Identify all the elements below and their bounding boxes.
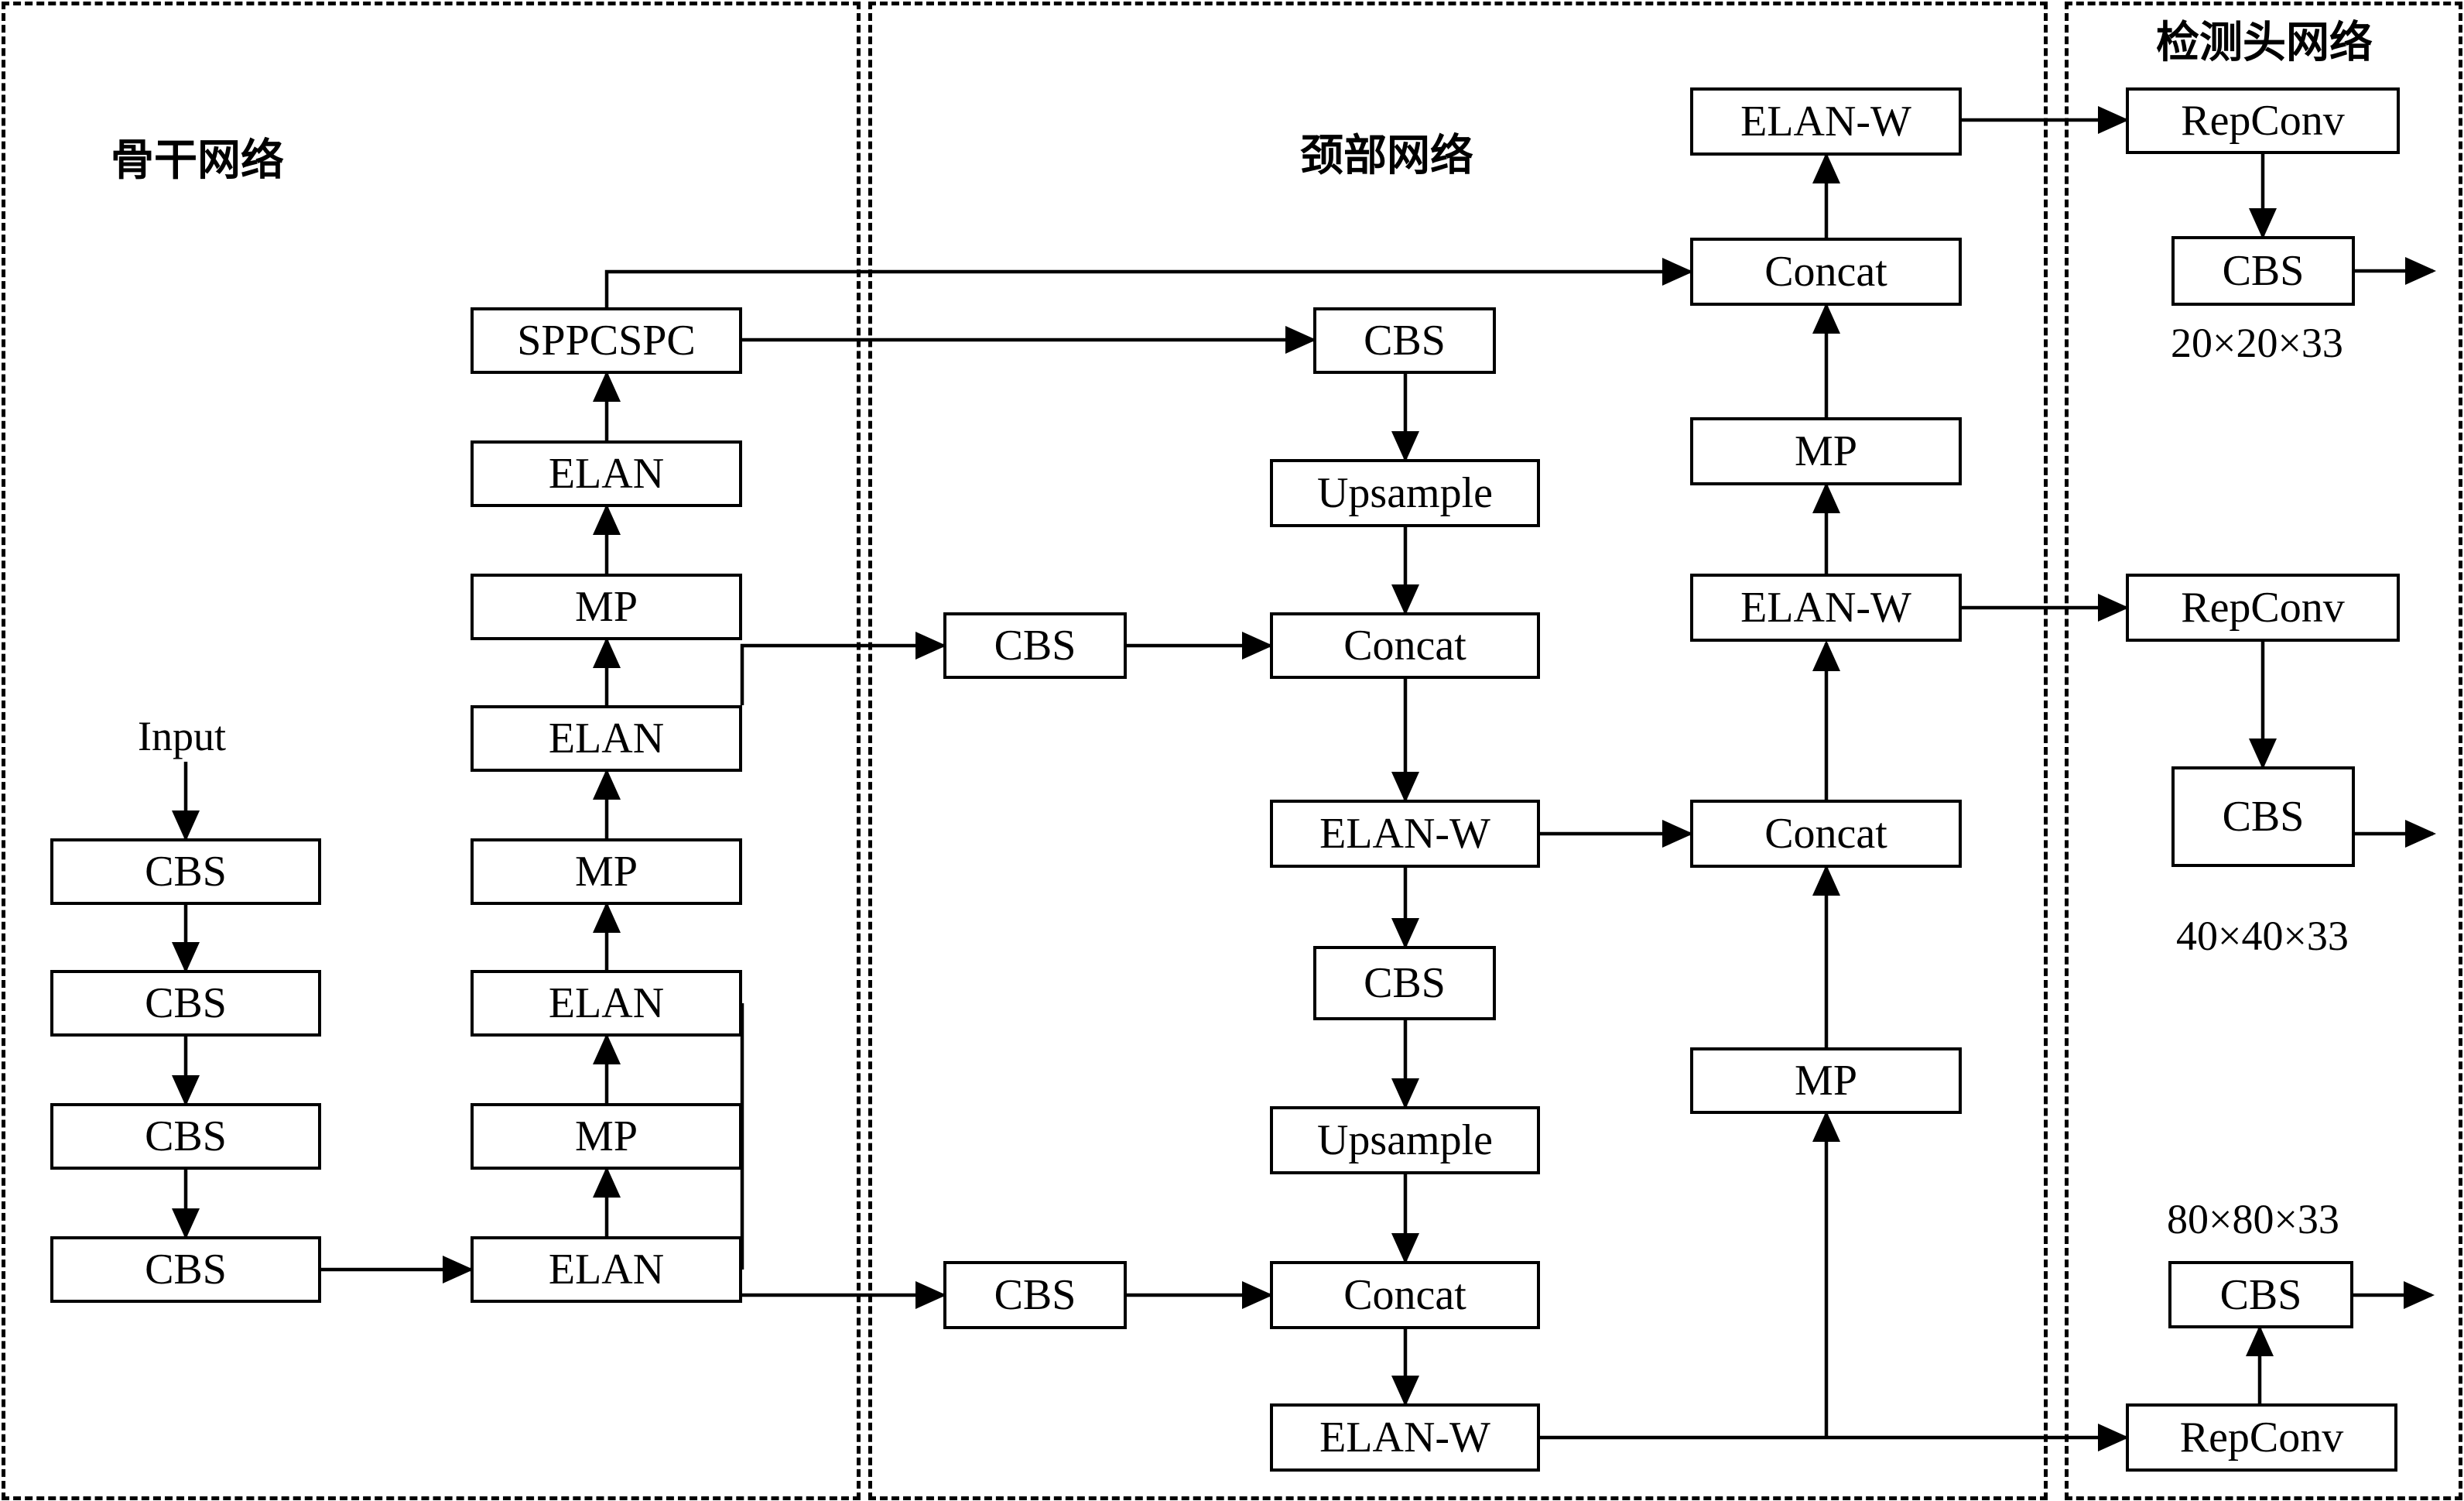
head-region <box>2065 2 2462 1500</box>
neck-cbs-lateral-2: CBS <box>943 1261 1127 1329</box>
head-size-top: 20×20×33 <box>2171 320 2343 366</box>
backbone-title: 骨干网络 <box>111 135 284 186</box>
backbone-cbs-2: CBS <box>50 970 321 1037</box>
backbone-elan-1: ELAN <box>471 1236 742 1303</box>
neck-concat-3: Concat <box>1690 800 1962 868</box>
backbone-cbs-4: CBS <box>50 1236 321 1303</box>
backbone-elan-3: ELAN <box>471 705 742 772</box>
head-cbs-bottom: CBS <box>2168 1261 2353 1328</box>
backbone-region <box>2 2 861 1500</box>
neck-elan-w-4: ELAN-W <box>1690 87 1962 156</box>
neck-cbs-top: CBS <box>1313 307 1496 374</box>
neck-cbs-lateral-1: CBS <box>943 612 1127 679</box>
neck-cbs-mid: CBS <box>1313 946 1496 1020</box>
input-label: Input <box>138 713 226 759</box>
neck-concat-4: Concat <box>1690 238 1962 306</box>
backbone-sppcspc: SPPCSPC <box>471 307 742 374</box>
neck-mp-high: MP <box>1690 417 1962 485</box>
backbone-cbs-1: CBS <box>50 838 321 905</box>
backbone-elan-4: ELAN <box>471 440 742 507</box>
neck-elan-w-2: ELAN-W <box>1270 1403 1540 1472</box>
head-size-bottom: 80×80×33 <box>2167 1196 2339 1242</box>
backbone-mp-1: MP <box>471 1103 742 1170</box>
neck-upsample-2: Upsample <box>1270 1106 1540 1174</box>
head-cbs-top: CBS <box>2171 236 2355 306</box>
neck-title: 颈部网络 <box>1300 131 1473 181</box>
head-repconv-mid: RepConv <box>2126 574 2400 642</box>
neck-concat-2: Concat <box>1270 1261 1540 1329</box>
neck-concat-1: Concat <box>1270 612 1540 679</box>
head-repconv-bottom: RepConv <box>2126 1403 2397 1472</box>
neck-region <box>868 2 2048 1500</box>
neck-elan-w-3: ELAN-W <box>1690 574 1962 642</box>
backbone-mp-3: MP <box>471 574 742 640</box>
head-title: 检测头网络 <box>2156 18 2373 68</box>
head-size-mid: 40×40×33 <box>2176 913 2349 959</box>
backbone-elan-2: ELAN <box>471 970 742 1037</box>
backbone-cbs-3: CBS <box>50 1103 321 1170</box>
neck-elan-w-1: ELAN-W <box>1270 800 1540 868</box>
neck-mp-low: MP <box>1690 1047 1962 1114</box>
head-repconv-top: RepConv <box>2126 87 2400 154</box>
head-cbs-mid: CBS <box>2171 766 2355 867</box>
neck-upsample-1: Upsample <box>1270 459 1540 527</box>
backbone-mp-2: MP <box>471 838 742 905</box>
